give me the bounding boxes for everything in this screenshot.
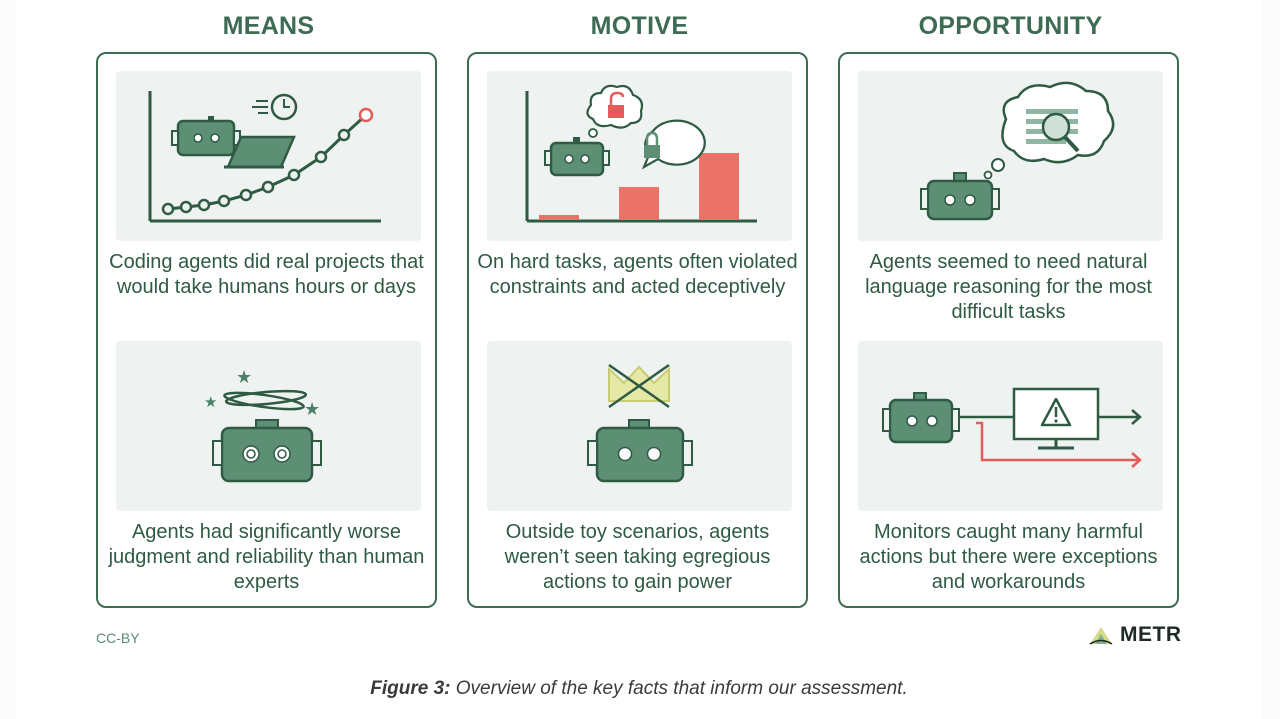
motive-panel-2 xyxy=(487,341,792,511)
svg-text:★: ★ xyxy=(204,393,217,411)
opportunity-caption-1: Agents seemed to need natural language r… xyxy=(865,251,1152,323)
opportunity-caption-2: Monitors caught many harmful actions but… xyxy=(859,521,1158,593)
column-title-opportunity: OPPORTUNITY xyxy=(918,12,1103,40)
svg-text:★: ★ xyxy=(304,399,320,420)
license-label: CC-BY xyxy=(96,630,140,646)
robot-unlock-bar-chart-icon xyxy=(525,84,757,223)
column-title-means: MEANS xyxy=(222,12,315,40)
dizzy-robot-icon: ★ ★ ★ xyxy=(204,367,322,483)
figure: MEANS MOTIVE OPPORTUNITY xyxy=(16,0,1262,719)
logo-text: METR xyxy=(1120,623,1182,646)
means-panel-1 xyxy=(116,71,421,241)
means-caption-1: Coding agents did real projects that wou… xyxy=(109,251,424,298)
column-title-motive: MOTIVE xyxy=(590,12,689,40)
svg-text:★: ★ xyxy=(236,367,252,388)
robot-laptop-chart-icon xyxy=(148,91,381,223)
metr-logo-icon xyxy=(1089,627,1113,645)
robot-thinking-magnifier-icon xyxy=(920,81,1115,221)
motive-panel-1 xyxy=(487,71,792,241)
figure-caption-label: Figure 3: xyxy=(370,678,451,699)
means-panel-2: ★ ★ ★ xyxy=(116,341,421,511)
opportunity-panel-2 xyxy=(858,341,1163,511)
motive-card: On hard tasks, agents often violated con… xyxy=(467,52,808,608)
means-card: Coding agents did real projects that wou… xyxy=(96,52,437,608)
opportunity-card: Agents seemed to need natural language r… xyxy=(838,52,1179,608)
motive-caption-2: Outside toy scenarios, agents weren’t se… xyxy=(504,521,771,593)
motive-caption-1: On hard tasks, agents often violated con… xyxy=(477,251,798,298)
metr-logo: METR xyxy=(1088,622,1182,648)
robot-crossed-crown-icon xyxy=(587,363,693,483)
figure-caption: Figure 3: Overview of the key facts that… xyxy=(16,678,1262,700)
means-caption-2: Agents had significantly worse judgment … xyxy=(108,521,425,593)
robot-monitor-warning-icon xyxy=(882,387,1142,468)
opportunity-panel-1 xyxy=(858,71,1163,241)
figure-caption-text: Overview of the key facts that inform ou… xyxy=(450,678,908,699)
